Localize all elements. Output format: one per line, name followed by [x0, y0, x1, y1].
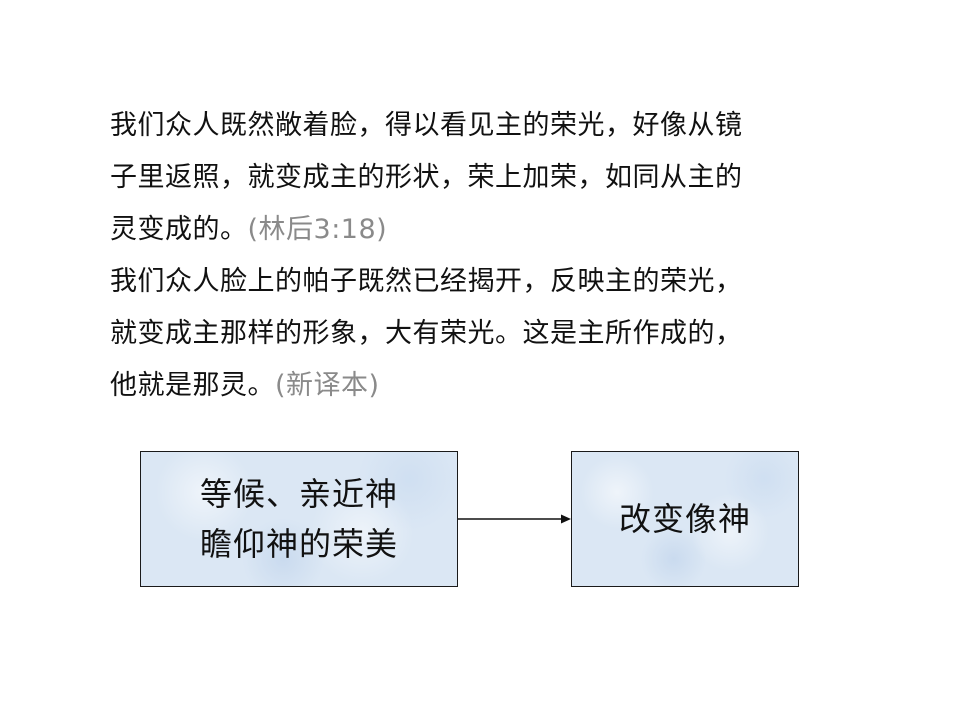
- diagram-box-transformed: 改变像神: [571, 451, 799, 587]
- verse-reference: (林后3:18): [247, 214, 388, 245]
- translation-reference: (新译本): [275, 370, 380, 401]
- passage-line: 就变成主那样的形象，大有荣光。这是主所作成的，: [110, 318, 743, 349]
- passage-2cor-3-18: 我们众人既然敞着脸，得以看见主的荣光，好像从镜 子里返照，就变成主的形状，荣上加…: [110, 100, 870, 256]
- box-line: 改变像神: [618, 500, 751, 538]
- box-line: 瞻仰神的荣美: [199, 525, 398, 563]
- passage-new-translation: 我们众人脸上的帕子既然已经揭开，反映主的荣光， 就变成主那样的形象，大有荣光。这…: [110, 256, 870, 412]
- passage-last-line: 他就是那灵。(新译本): [110, 360, 870, 412]
- box-line: 等候、亲近神: [199, 475, 398, 513]
- passage-line: 我们众人脸上的帕子既然已经揭开，反映主的荣光，: [110, 266, 743, 297]
- passage-last-line: 灵变成的。(林后3:18): [110, 204, 870, 256]
- passage-line: 灵变成的。: [110, 214, 248, 245]
- passage-line: 子里返照，就变成主的形状，荣上加荣，如同从主的: [110, 162, 743, 193]
- diagram-box-wait-behold: 等候、亲近神 瞻仰神的荣美: [140, 451, 458, 587]
- passage-line: 他就是那灵。: [110, 370, 275, 401]
- arrow-right-icon: [458, 514, 571, 524]
- passage-line: 我们众人既然敞着脸，得以看见主的荣光，好像从镜: [110, 110, 743, 141]
